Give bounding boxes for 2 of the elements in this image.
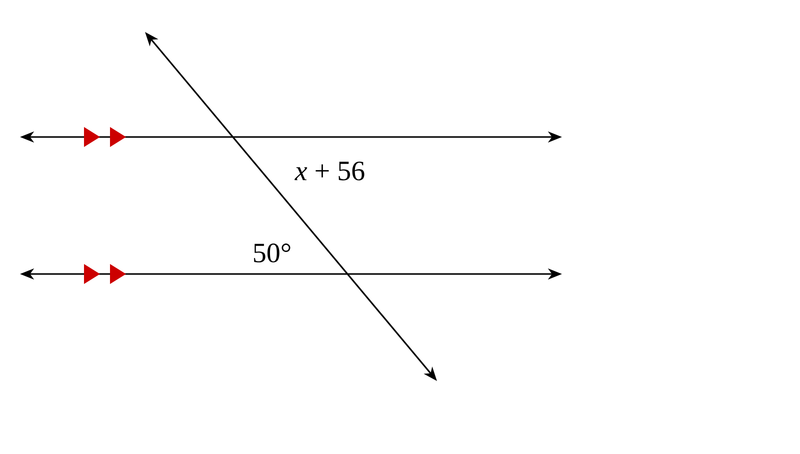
angle-label: x + 56	[294, 160, 366, 182]
angle-label: 50°	[251, 242, 293, 264]
